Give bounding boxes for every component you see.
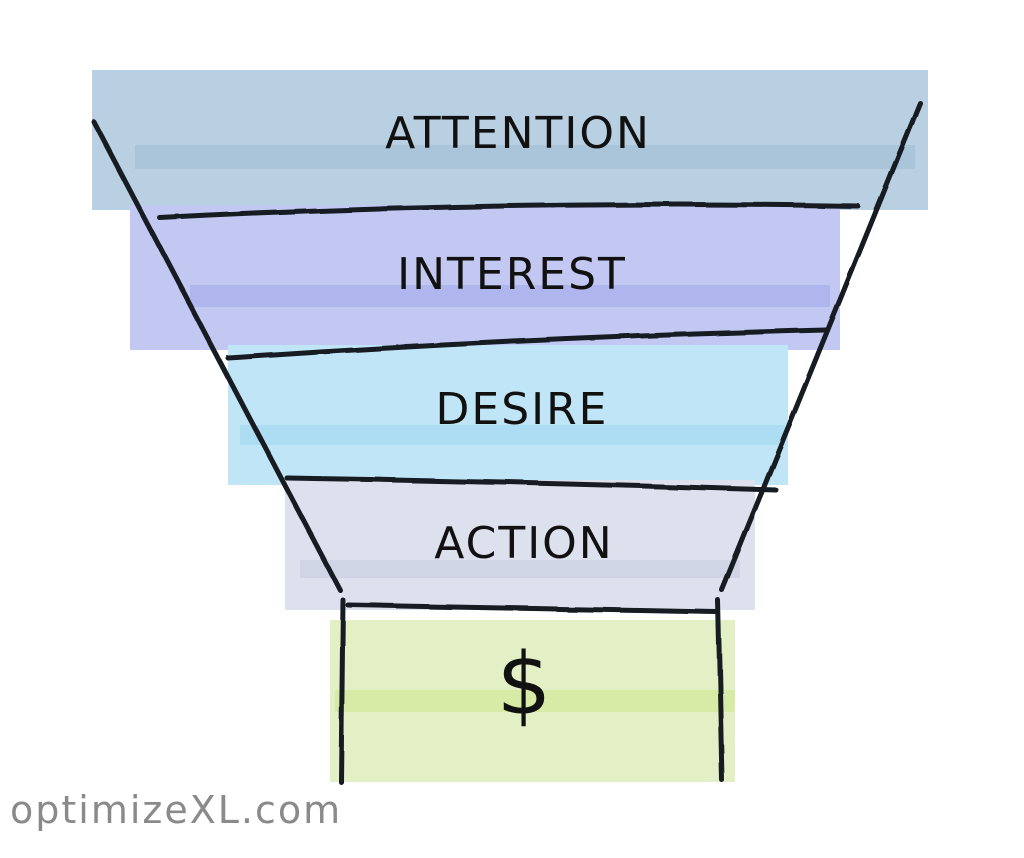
divider-interest-desire [225,327,829,361]
funnel-outline [91,100,923,785]
band-action-stripe [300,560,740,578]
dollar-sign-icon: $ [497,634,552,734]
divider-action-outcome [345,602,719,615]
watermark-text: optimizeXL.com [10,788,343,832]
band-desire [228,345,788,485]
funnel-right-edge [719,100,923,593]
funnel-left-edge [91,119,343,593]
funnel-labels: ATTENTION INTEREST DESIRE ACTION $ [385,108,651,734]
funnel-bands [92,70,928,782]
band-interest [130,205,840,350]
band-action [285,480,755,610]
stage-label-action: ACTION [434,518,613,569]
band-outcome-stripe [335,690,735,712]
stage-label-attention: ATTENTION [385,108,651,159]
spout-right-edge [715,597,725,783]
band-desire-stripe [240,425,785,445]
band-attention-stripe [135,145,915,169]
stage-label-interest: INTEREST [397,249,627,300]
stage-label-desire: DESIRE [436,384,609,435]
band-attention [92,70,928,210]
band-interest-stripe [190,285,830,307]
divider-desire-action [284,475,779,493]
spout-left-edge [338,597,346,785]
divider-attention-interest [157,202,861,221]
